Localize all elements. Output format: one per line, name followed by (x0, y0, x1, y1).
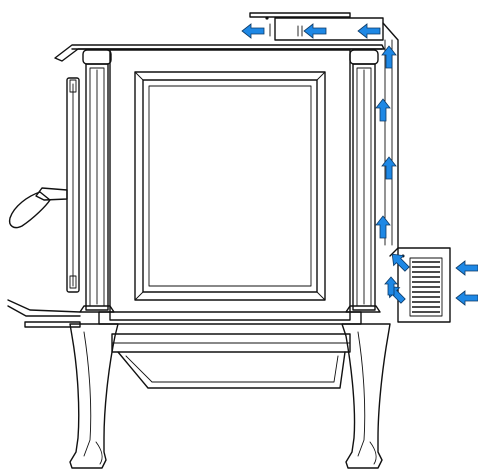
top-heat-shield (249, 12, 384, 41)
intake-louvers (412, 261, 440, 313)
airflow-arrow-back-5 (384, 276, 398, 296)
airflow-arrow-top-1 (241, 23, 265, 39)
left-column (79, 49, 115, 313)
airflow-arrow-diag-1 (391, 253, 410, 272)
rear-intake-box (397, 247, 451, 323)
ash-lip (7, 299, 81, 328)
top-plate (54, 44, 385, 62)
airflow-arrow-back-4 (375, 215, 391, 239)
right-column (345, 49, 381, 313)
front-door (66, 77, 80, 293)
airflow-arrows (241, 23, 478, 306)
rear-heat-jacket (382, 22, 399, 257)
airflow-arrow-diag-2 (387, 285, 406, 304)
airflow-arrow-top-2 (303, 23, 327, 39)
door-handle (8, 187, 68, 229)
stove-body (98, 49, 362, 325)
airflow-arrow-intake-2 (455, 290, 478, 306)
ash-pan (111, 333, 351, 389)
side-window (134, 71, 326, 301)
airflow-arrow-top-3 (357, 23, 381, 39)
airflow-arrow-back-2 (375, 98, 391, 122)
airflow-arrow-intake-1 (455, 260, 478, 276)
left-leg (69, 323, 119, 469)
airflow-arrow-back-3 (381, 156, 397, 180)
right-leg (341, 323, 391, 469)
airflow-arrow-back-1 (381, 45, 397, 69)
